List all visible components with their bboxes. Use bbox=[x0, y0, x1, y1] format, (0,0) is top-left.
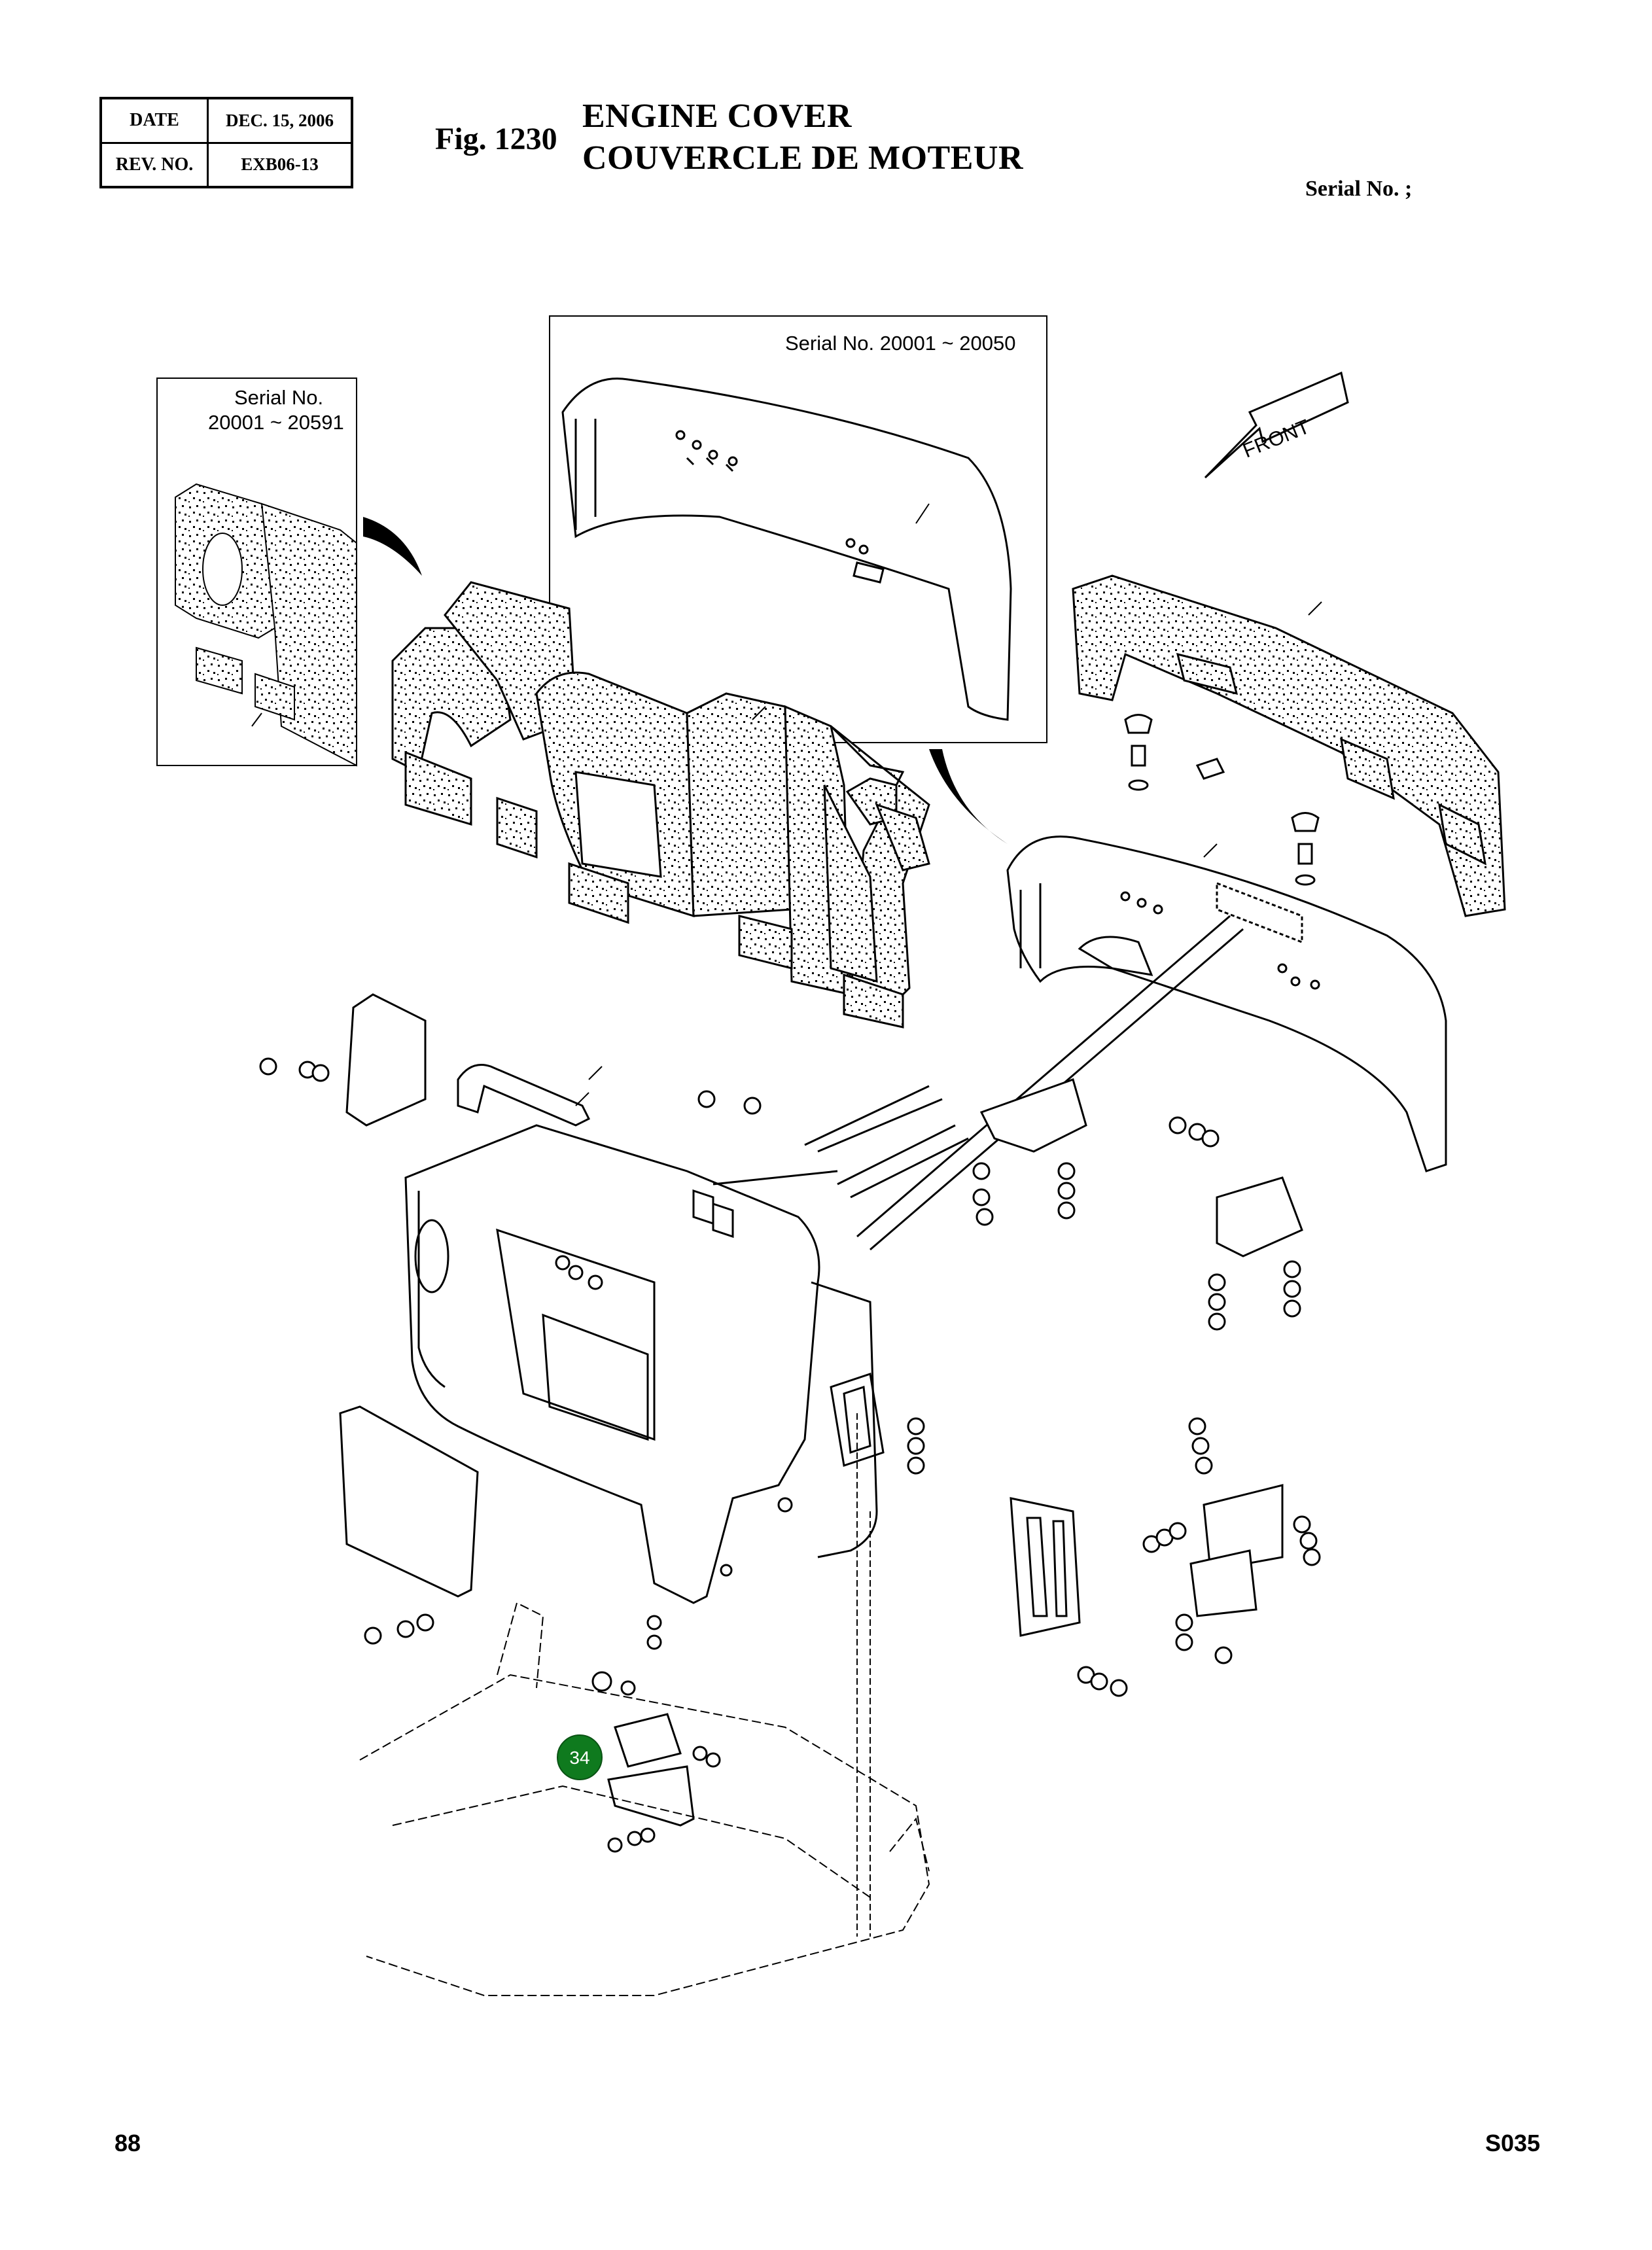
engine-hood bbox=[1006, 714, 1447, 1172]
top-inset: Serial No. 20001 ~ 20050 bbox=[549, 315, 1047, 844]
rev-value: EXB06-13 bbox=[207, 141, 353, 188]
side-panels bbox=[339, 993, 1081, 1637]
document-code: S035 bbox=[1485, 2130, 1541, 2156]
top-inset-pointer-arrow bbox=[929, 749, 1008, 844]
figure-number: Fig. 1230 bbox=[435, 122, 557, 156]
left-inset: Serial No. 20001 ~ 20591 bbox=[156, 378, 422, 767]
title-french: COUVERCLE DE MOTEUR bbox=[582, 139, 1023, 177]
leader-lines bbox=[251, 503, 1322, 1937]
callout-34[interactable]: 34 bbox=[557, 1734, 603, 1780]
title-english: ENGINE COVER bbox=[582, 97, 852, 135]
serial-number-header: Serial No. ; bbox=[1305, 177, 1413, 201]
page-number: 88 bbox=[114, 2130, 141, 2156]
callout-34-circle bbox=[557, 1734, 603, 1780]
left-inset-label-2: 20001 ~ 20591 bbox=[208, 411, 344, 434]
top-inset-label: Serial No. 20001 ~ 20050 bbox=[785, 332, 1015, 355]
front-direction-arrow: FRONT bbox=[1204, 371, 1349, 479]
hardware bbox=[259, 1057, 1321, 1853]
date-value: DEC. 15, 2006 bbox=[207, 97, 353, 144]
inset-foam-pad-small bbox=[175, 483, 357, 767]
left-inset-label-1: Serial No. bbox=[234, 386, 323, 409]
callout-34-number: 34 bbox=[569, 1748, 589, 1768]
inset-pointer-arrow bbox=[363, 517, 422, 576]
rear-foam-seal bbox=[1072, 574, 1506, 917]
foam-insulation-set bbox=[391, 581, 930, 1028]
chassis-frame bbox=[359, 1602, 930, 1996]
revision-table: DATE DEC. 15, 2006 REV. NO. EXB06-13 bbox=[99, 97, 353, 188]
date-label: DATE bbox=[99, 97, 209, 144]
engine-cover-body bbox=[404, 1064, 885, 1604]
rev-label: REV. NO. bbox=[99, 141, 209, 188]
inset-engine-hood bbox=[561, 378, 1012, 721]
